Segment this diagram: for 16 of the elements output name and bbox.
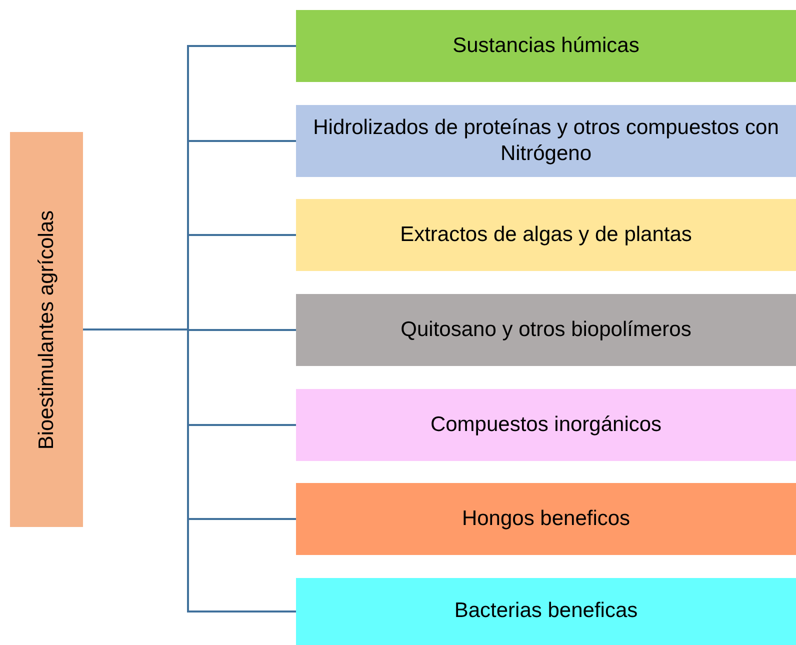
- type-box: [296, 578, 796, 645]
- category-box: [10, 132, 83, 527]
- type-box: [296, 10, 796, 82]
- type-box: [296, 199, 796, 271]
- type-box: [296, 294, 796, 366]
- type-box: [296, 105, 796, 177]
- type-box: [296, 483, 796, 555]
- type-label: Bacterias beneficas: [454, 598, 638, 624]
- type-label: Quitosano y otros biopolímeros: [400, 316, 692, 343]
- type-box: [296, 389, 796, 461]
- type-label: Hidrolizados de proteínas y otros compuestos con Nitrógeno: [312, 114, 780, 167]
- type-label: Extractos de algas y de plantas: [400, 222, 692, 248]
- type-label: Compuestos inorgánicos: [430, 412, 662, 438]
- type-label: Sustancias húmicas: [452, 32, 640, 59]
- type-label: Hongos beneficos: [462, 506, 630, 532]
- category-label: Bioestimulantes agrícolas: [33, 210, 58, 450]
